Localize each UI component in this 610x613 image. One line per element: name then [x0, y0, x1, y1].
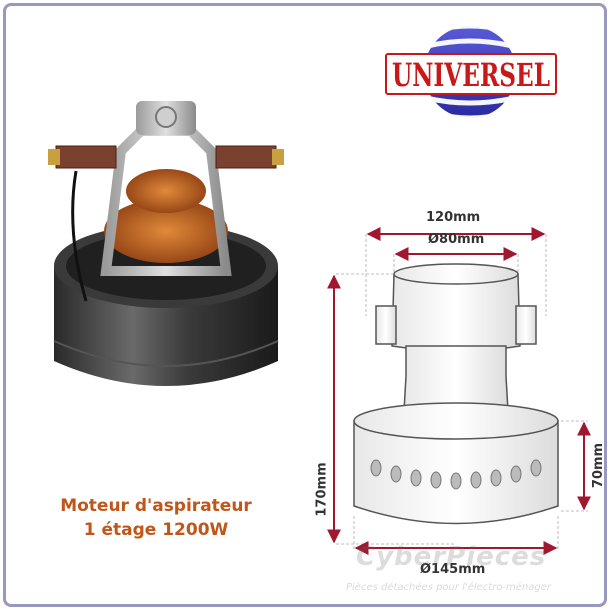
product-caption: Moteur d'aspirateur 1 étage 1200W [6, 494, 306, 542]
dim-total-height: 170mm [314, 462, 330, 517]
dim-top-width: 120mm [426, 210, 481, 225]
watermark-brand: CyberPieces [356, 542, 547, 572]
watermark-tagline: Pièces détachées pour l'électro-ménager [346, 582, 552, 593]
caption-line-1: Moteur d'aspirateur [60, 496, 252, 516]
motor-photo [46, 91, 296, 421]
dim-inner-diameter: Ø80mm [428, 232, 485, 247]
product-card: UNIVERSEL [3, 3, 607, 607]
technical-drawing [306, 206, 604, 604]
watermark: CyberPieces Pièces détachées pour l'élec… [336, 542, 604, 602]
dim-base-diameter: Ø145mm [420, 562, 486, 577]
caption-line-2: 1 étage 1200W [83, 520, 229, 540]
logo-text: UNIVERSEL [392, 56, 550, 94]
dim-base-height: 70mm [591, 442, 607, 489]
globe-icon [424, 26, 516, 118]
